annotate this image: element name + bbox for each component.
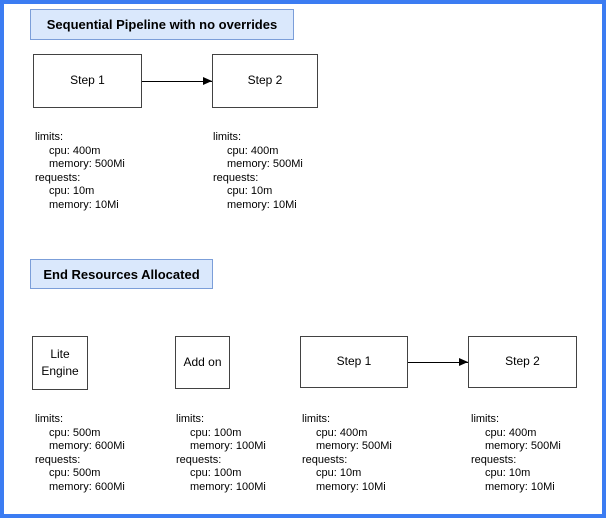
resource-line: cpu: 400m (49, 144, 101, 157)
resource-line: limits: (176, 413, 205, 425)
resource-line: limits: (471, 413, 500, 425)
node-label: Add on (183, 354, 222, 369)
resource-line: memory: 10Mi (49, 198, 119, 211)
resource-line: cpu: 500m (49, 467, 101, 479)
resource-block-add-on: limits: cpu: 100m memory: 100Mi requests… (176, 413, 266, 494)
resource-line: memory: 500Mi (227, 158, 303, 170)
resource-line: cpu: 400m (316, 426, 368, 439)
node-add-on: Add on (175, 336, 230, 389)
resource-line: memory: 10Mi (485, 480, 555, 493)
resource-line: requests: (471, 453, 517, 466)
node-step-1: Step 1 (33, 54, 142, 108)
node-label: Step 2 (505, 354, 540, 369)
resource-line: cpu: 400m (227, 144, 279, 157)
node-label: Step 2 (247, 73, 283, 88)
resource-line: memory: 100Mi (190, 440, 266, 452)
flow-arrow-icon (408, 358, 468, 366)
resource-line: requests: (213, 171, 259, 184)
resource-line: limits: (35, 131, 64, 143)
resource-block-step-2: limits: cpu: 400m memory: 500Mi requests… (213, 131, 303, 212)
resource-line: memory: 500Mi (316, 440, 392, 452)
resource-line: memory: 600Mi (49, 440, 125, 452)
flow-arrow-icon (142, 77, 212, 85)
resource-line: cpu: 10m (49, 185, 95, 197)
section-title: End Resources Allocated (43, 266, 200, 282)
node-label: Lite Engine (41, 346, 79, 378)
resource-line: memory: 600Mi (49, 480, 125, 493)
resource-line: memory: 500Mi (49, 158, 125, 170)
resource-line: cpu: 10m (227, 185, 273, 197)
resource-block-step-2: limits: cpu: 400m memory: 500Mi requests… (471, 413, 561, 494)
node-step-2: Step 2 (468, 336, 577, 388)
section-title-box: Sequential Pipeline with no overrides (30, 9, 294, 40)
node-lite-engine: Lite Engine (32, 336, 88, 390)
resource-block-step-1: limits: cpu: 400m memory: 500Mi requests… (302, 413, 392, 494)
resource-line: cpu: 500m (49, 426, 101, 439)
resource-block-step-1: limits: cpu: 400m memory: 500Mi requests… (35, 131, 125, 212)
resource-line: requests: (302, 453, 348, 466)
resource-line: memory: 10Mi (227, 198, 297, 211)
resource-line: limits: (302, 413, 331, 425)
resource-line: cpu: 400m (485, 426, 537, 439)
node-label: Step 1 (70, 73, 105, 88)
resource-line: requests: (176, 453, 222, 466)
resource-line: memory: 10Mi (316, 480, 386, 493)
resource-line: cpu: 100m (190, 426, 242, 439)
resource-line: memory: 500Mi (485, 440, 561, 452)
node-step-2: Step 2 (212, 54, 318, 108)
resource-line: memory: 100Mi (190, 480, 266, 493)
resource-line: cpu: 10m (485, 467, 531, 479)
resource-line: requests: (35, 171, 81, 184)
resource-line: requests: (35, 453, 81, 466)
node-label: Step 1 (336, 354, 372, 369)
resource-line: cpu: 100m (190, 467, 242, 479)
resource-line: limits: (213, 131, 242, 143)
resource-line: limits: (35, 413, 64, 425)
section-title-box: End Resources Allocated (30, 259, 213, 289)
node-step-1: Step 1 (300, 336, 408, 388)
resource-block-lite-engine: limits: cpu: 500m memory: 600Mi requests… (35, 413, 125, 494)
resource-line: cpu: 10m (316, 467, 362, 479)
section-title: Sequential Pipeline with no overrides (46, 17, 278, 32)
